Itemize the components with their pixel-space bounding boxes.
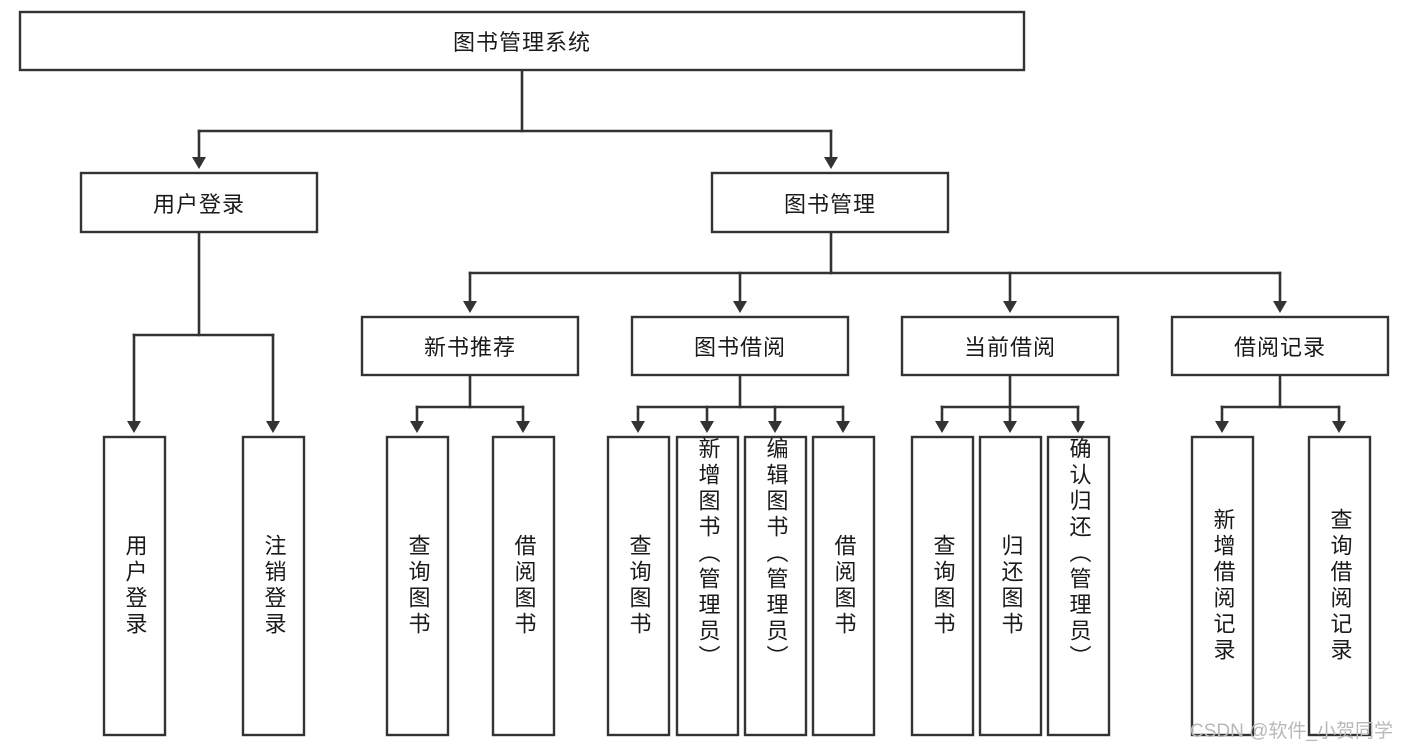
node-box-current-borrow[interactable]	[900, 315, 1120, 377]
node-box-book-borrow[interactable]	[630, 315, 850, 377]
node-box-leaf-query-book-2[interactable]	[606, 435, 671, 737]
node-box-leaf-borrow-book-2[interactable]	[811, 435, 876, 737]
node-box-book-management[interactable]	[710, 171, 950, 234]
node-box-leaf-logout-login[interactable]	[241, 435, 306, 737]
node-box-leaf-return-book[interactable]	[978, 435, 1043, 737]
node-layer	[18, 10, 1390, 737]
node-box-leaf-query-book-1[interactable]	[385, 435, 450, 737]
node-box-new-book-recommend[interactable]	[360, 315, 580, 377]
node-box-borrow-record[interactable]	[1170, 315, 1390, 377]
node-box-user-login[interactable]	[79, 171, 319, 234]
node-box-leaf-query-record[interactable]	[1307, 435, 1372, 737]
node-box-leaf-query-book-3[interactable]	[910, 435, 975, 737]
node-box-leaf-user-login[interactable]	[102, 435, 167, 737]
node-box-leaf-add-record[interactable]	[1190, 435, 1255, 737]
connector-layer	[127, 68, 1346, 433]
node-box-root[interactable]	[18, 10, 1026, 72]
node-box-leaf-add-book[interactable]	[675, 435, 740, 737]
csdn-watermark: CSDN @软件_小贺同学	[1190, 721, 1393, 742]
node-box-leaf-borrow-book-1[interactable]	[491, 435, 556, 737]
node-box-leaf-confirm-return[interactable]	[1046, 435, 1111, 737]
node-box-leaf-edit-book[interactable]	[743, 435, 808, 737]
